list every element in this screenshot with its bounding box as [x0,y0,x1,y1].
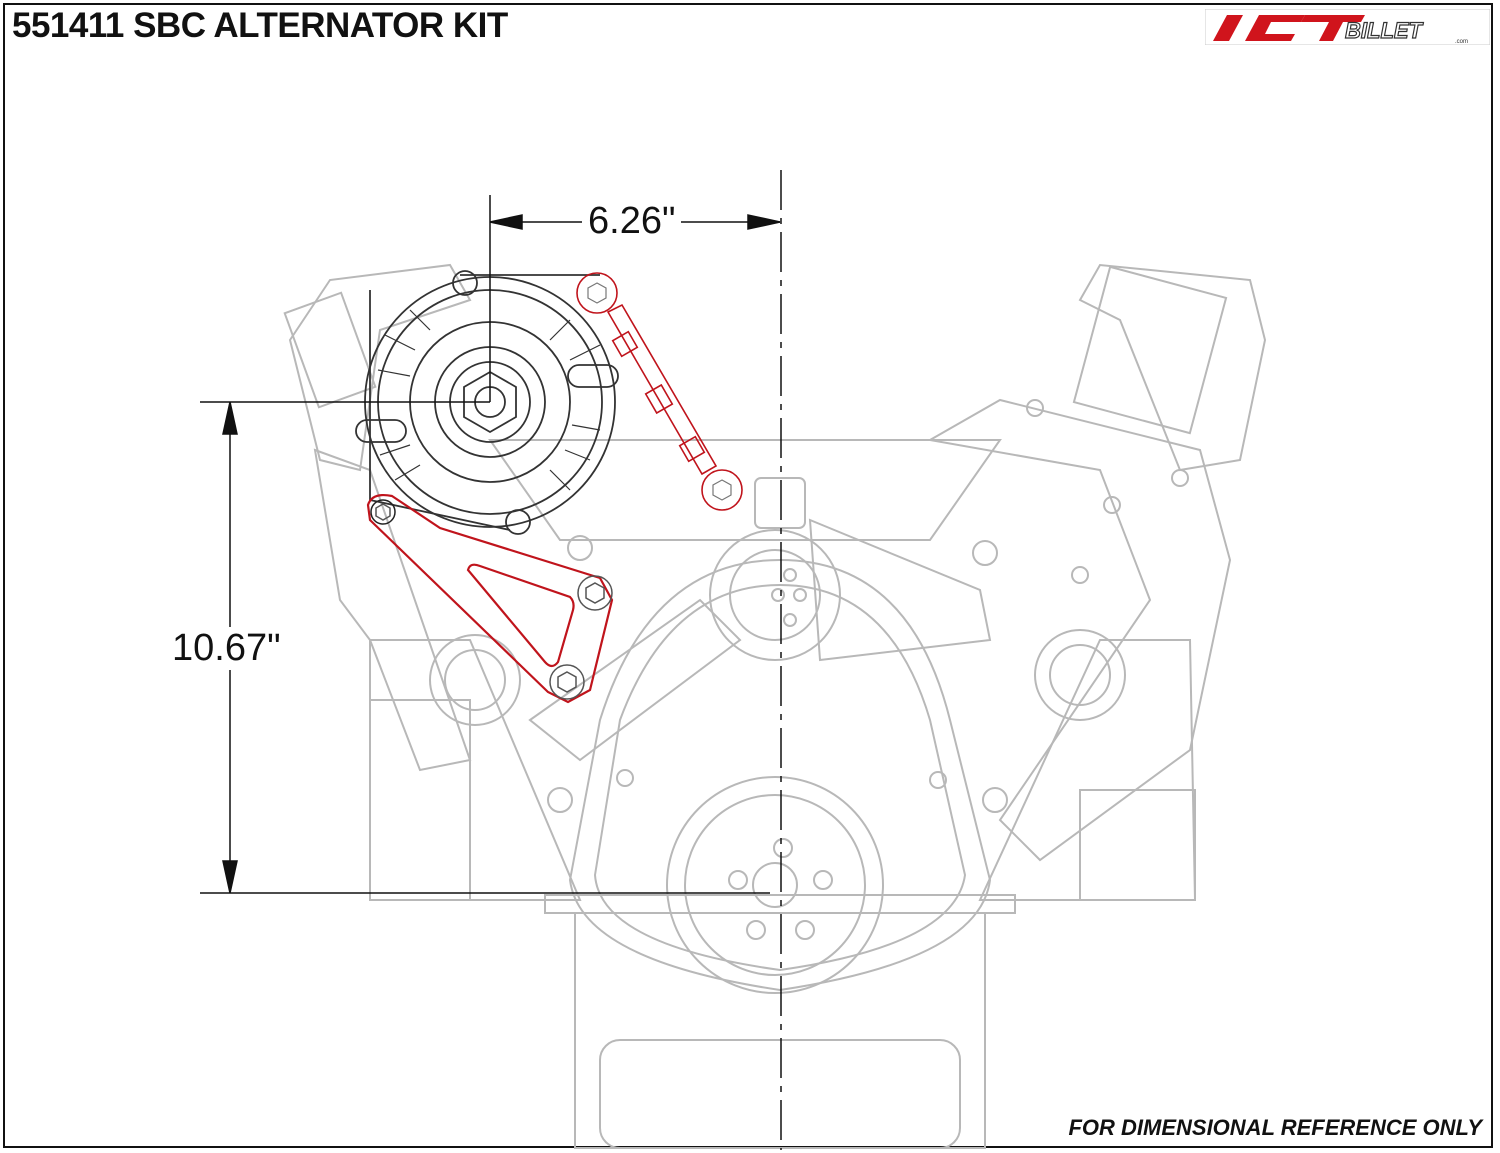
bracket-bolts [370,499,613,700]
reference-note: FOR DIMENSIONAL REFERENCE ONLY [1068,1115,1482,1140]
dimension-lines [200,170,782,1150]
horizontal-dimension-label: 6.26" [582,200,682,243]
engine-block-outline [283,263,1267,1149]
svg-text:BILLET: BILLET [1345,18,1424,43]
ict-billet-logo: BILLET .com [1205,9,1490,45]
drawing-title: 551411 SBC ALTERNATOR KIT [12,6,508,45]
adjuster-strap [576,272,743,511]
alternator-bracket [366,493,614,704]
svg-text:.com: .com [1455,39,1468,45]
vertical-dimension-label: 10.67" [166,627,287,670]
